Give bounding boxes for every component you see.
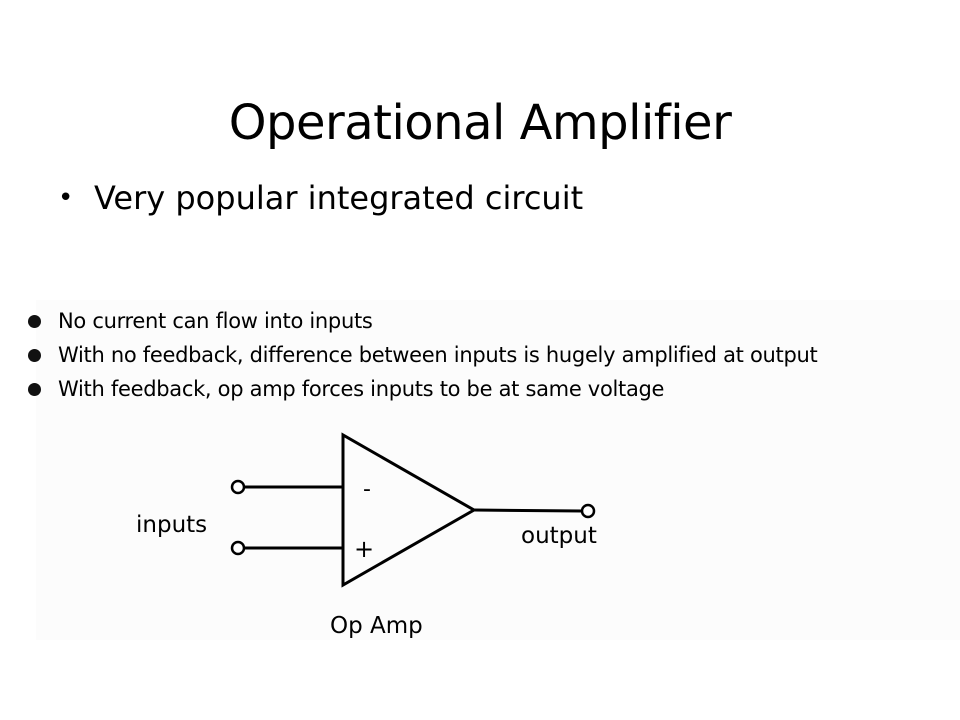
slide-bullet-text: Very popular integrated circuit — [94, 179, 584, 217]
inverting-input-sign: - — [363, 477, 371, 502]
op-amp-caption: Op Amp — [330, 613, 423, 639]
note-item: No current can flow into inputs — [26, 304, 817, 338]
slide-title: Operational Amplifier — [228, 95, 732, 152]
non-inverting-input-sign: + — [354, 535, 374, 563]
note-item: With feedback, op amp forces inputs to b… — [26, 372, 817, 406]
op-amp-triangle — [341, 432, 478, 588]
output-label: output — [521, 523, 597, 549]
non-inverting-input-terminal — [230, 540, 246, 556]
slide-bullet: • Very popular integrated circuit — [58, 176, 583, 220]
note-item: With no feedback, difference between inp… — [26, 338, 818, 372]
output-wire — [473, 508, 583, 513]
output-terminal — [580, 503, 596, 519]
bullet-dot-icon: • — [58, 183, 74, 213]
notes-list: No current can flow into inputs With no … — [26, 304, 818, 406]
inverting-input-terminal — [230, 479, 246, 495]
figure-panel — [36, 300, 960, 640]
inputs-label: inputs — [136, 512, 207, 538]
